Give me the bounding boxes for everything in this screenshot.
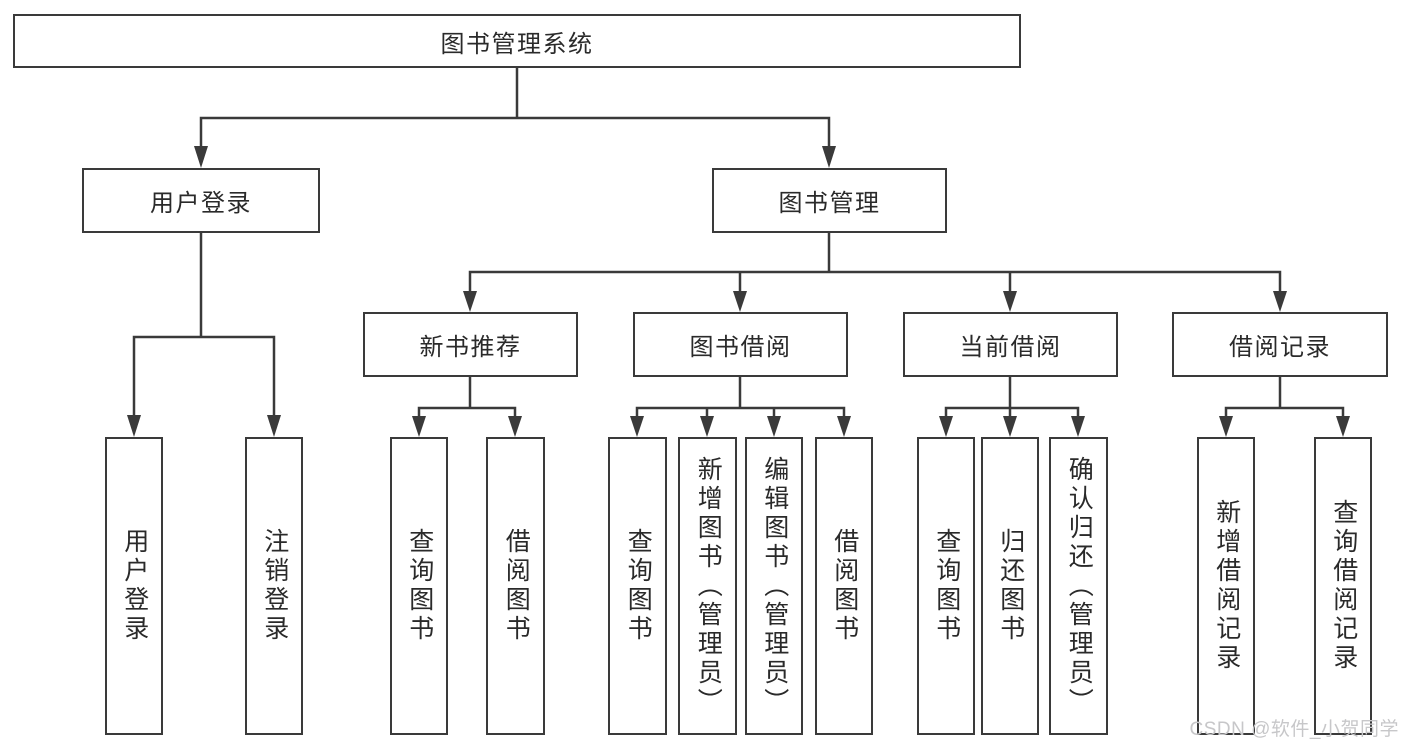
leaf-records-add-record: 新增借阅记录 <box>1197 437 1255 735</box>
leaf-user-login: 用户登录 <box>105 437 163 735</box>
leaf-records-query-record: 查询借阅记录 <box>1314 437 1372 735</box>
leaf-label: 确认归还（管理员） <box>1065 455 1094 717</box>
leaf-label: 用户登录 <box>120 528 149 644</box>
leaf-borrowing-edit-books-admin: 编辑图书（管理员） <box>745 437 803 735</box>
node-new-book-recommend: 新书推荐 <box>363 312 578 377</box>
leaf-recommend-borrow-books: 借阅图书 <box>486 437 545 735</box>
leaf-label: 注销登录 <box>260 528 289 644</box>
node-borrowing-records: 借阅记录 <box>1172 312 1388 377</box>
watermark: CSDN @软件_小贺同学 <box>1189 719 1399 740</box>
leaf-borrowing-add-books-admin: 新增图书（管理员） <box>678 437 737 735</box>
node-user-login: 用户登录 <box>82 168 320 233</box>
leaf-borrowing-borrow-books: 借阅图书 <box>815 437 873 735</box>
leaf-label: 查询图书 <box>932 528 961 644</box>
leaf-label: 借阅图书 <box>830 528 859 644</box>
leaf-label: 借阅图书 <box>502 528 531 644</box>
leaf-label: 新增借阅记录 <box>1212 499 1241 673</box>
leaf-label: 新增图书（管理员） <box>694 455 723 717</box>
node-book-borrowing: 图书借阅 <box>633 312 848 377</box>
leaf-borrowing-query-books: 查询图书 <box>608 437 667 735</box>
node-current-borrowing: 当前借阅 <box>903 312 1118 377</box>
leaf-label: 编辑图书（管理员） <box>760 455 789 717</box>
leaf-current-query-books: 查询图书 <box>917 437 975 735</box>
leaf-current-confirm-return-admin: 确认归还（管理员） <box>1049 437 1108 735</box>
leaf-recommend-query-books: 查询图书 <box>390 437 448 735</box>
leaf-logout: 注销登录 <box>245 437 303 735</box>
leaf-label: 归还图书 <box>996 528 1025 644</box>
leaf-current-return-books: 归还图书 <box>981 437 1039 735</box>
leaf-label: 查询图书 <box>405 528 434 644</box>
node-root: 图书管理系统 <box>13 14 1021 68</box>
node-book-management: 图书管理 <box>712 168 947 233</box>
leaf-label: 查询图书 <box>624 528 653 644</box>
leaf-label: 查询借阅记录 <box>1329 499 1358 673</box>
